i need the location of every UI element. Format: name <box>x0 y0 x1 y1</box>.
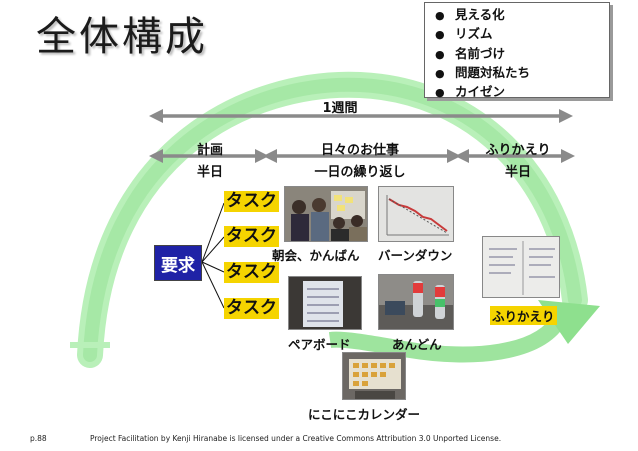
plan-duration: 半日 <box>196 165 223 180</box>
retrospective-photo <box>482 236 560 298</box>
pair-board-photo <box>288 276 362 330</box>
andon-photo <box>378 274 454 330</box>
fan-line-1 <box>201 202 225 263</box>
task-card: タスク <box>224 226 279 247</box>
bullet-dot-icon: ● <box>435 47 445 61</box>
bullet-dot-icon: ● <box>435 9 445 22</box>
bullet-item: ●リズム <box>435 25 603 44</box>
burndown-caption: バーンダウン <box>378 248 453 263</box>
bullet-item: ●問題対私たち <box>435 64 603 83</box>
bullet-dot-icon: ● <box>435 28 445 42</box>
niko-niko-calendar-caption: にこにこカレンダー <box>308 407 421 422</box>
page-title: 全体構成 <box>36 14 208 60</box>
plan-label: 計画 <box>196 143 223 158</box>
fan-line-4 <box>201 261 225 309</box>
bullet-item: ●カイゼン <box>435 83 603 102</box>
task-card: タスク <box>224 262 279 283</box>
burndown-photo <box>378 186 454 242</box>
andon-caption: あんどん <box>392 337 442 352</box>
task-card: タスク <box>224 191 279 212</box>
task-card: タスク <box>224 298 279 319</box>
bullet-item: ●見える化 <box>435 6 603 25</box>
retrospective-caption: ふりかえり <box>490 306 557 325</box>
pair-board-caption: ペアボード <box>288 337 351 352</box>
niko-niko-calendar-photo <box>342 352 406 400</box>
work-label: 日々のお仕事 <box>320 143 399 158</box>
bullet-dot-icon: ● <box>435 86 445 100</box>
fan-line-3 <box>201 261 225 273</box>
retro-label: ふりかえり <box>485 143 551 158</box>
bullet-item: ●名前づけ <box>435 45 603 64</box>
license-text: Project Facilitation by Kenji Hiranabe i… <box>90 434 502 443</box>
retro-duration: 半日 <box>504 165 531 180</box>
page-number: p.88 <box>30 434 47 443</box>
bullet-box: ●見える化 ●リズム ●名前づけ ●問題対私たち ●カイゼン <box>424 2 610 99</box>
return-arc <box>328 313 568 363</box>
bullet-dot-icon: ● <box>435 66 445 80</box>
fan-line-2 <box>201 236 225 263</box>
morning-meeting-caption: 朝会、かんばん <box>272 248 360 263</box>
work-duration: 一日の繰り返し <box>314 165 406 180</box>
morning-meeting-photo <box>284 186 368 242</box>
cycle-arc-inner <box>83 77 582 362</box>
week-label: 1週間 <box>322 101 358 116</box>
requirement-box: 要求 <box>154 245 202 281</box>
